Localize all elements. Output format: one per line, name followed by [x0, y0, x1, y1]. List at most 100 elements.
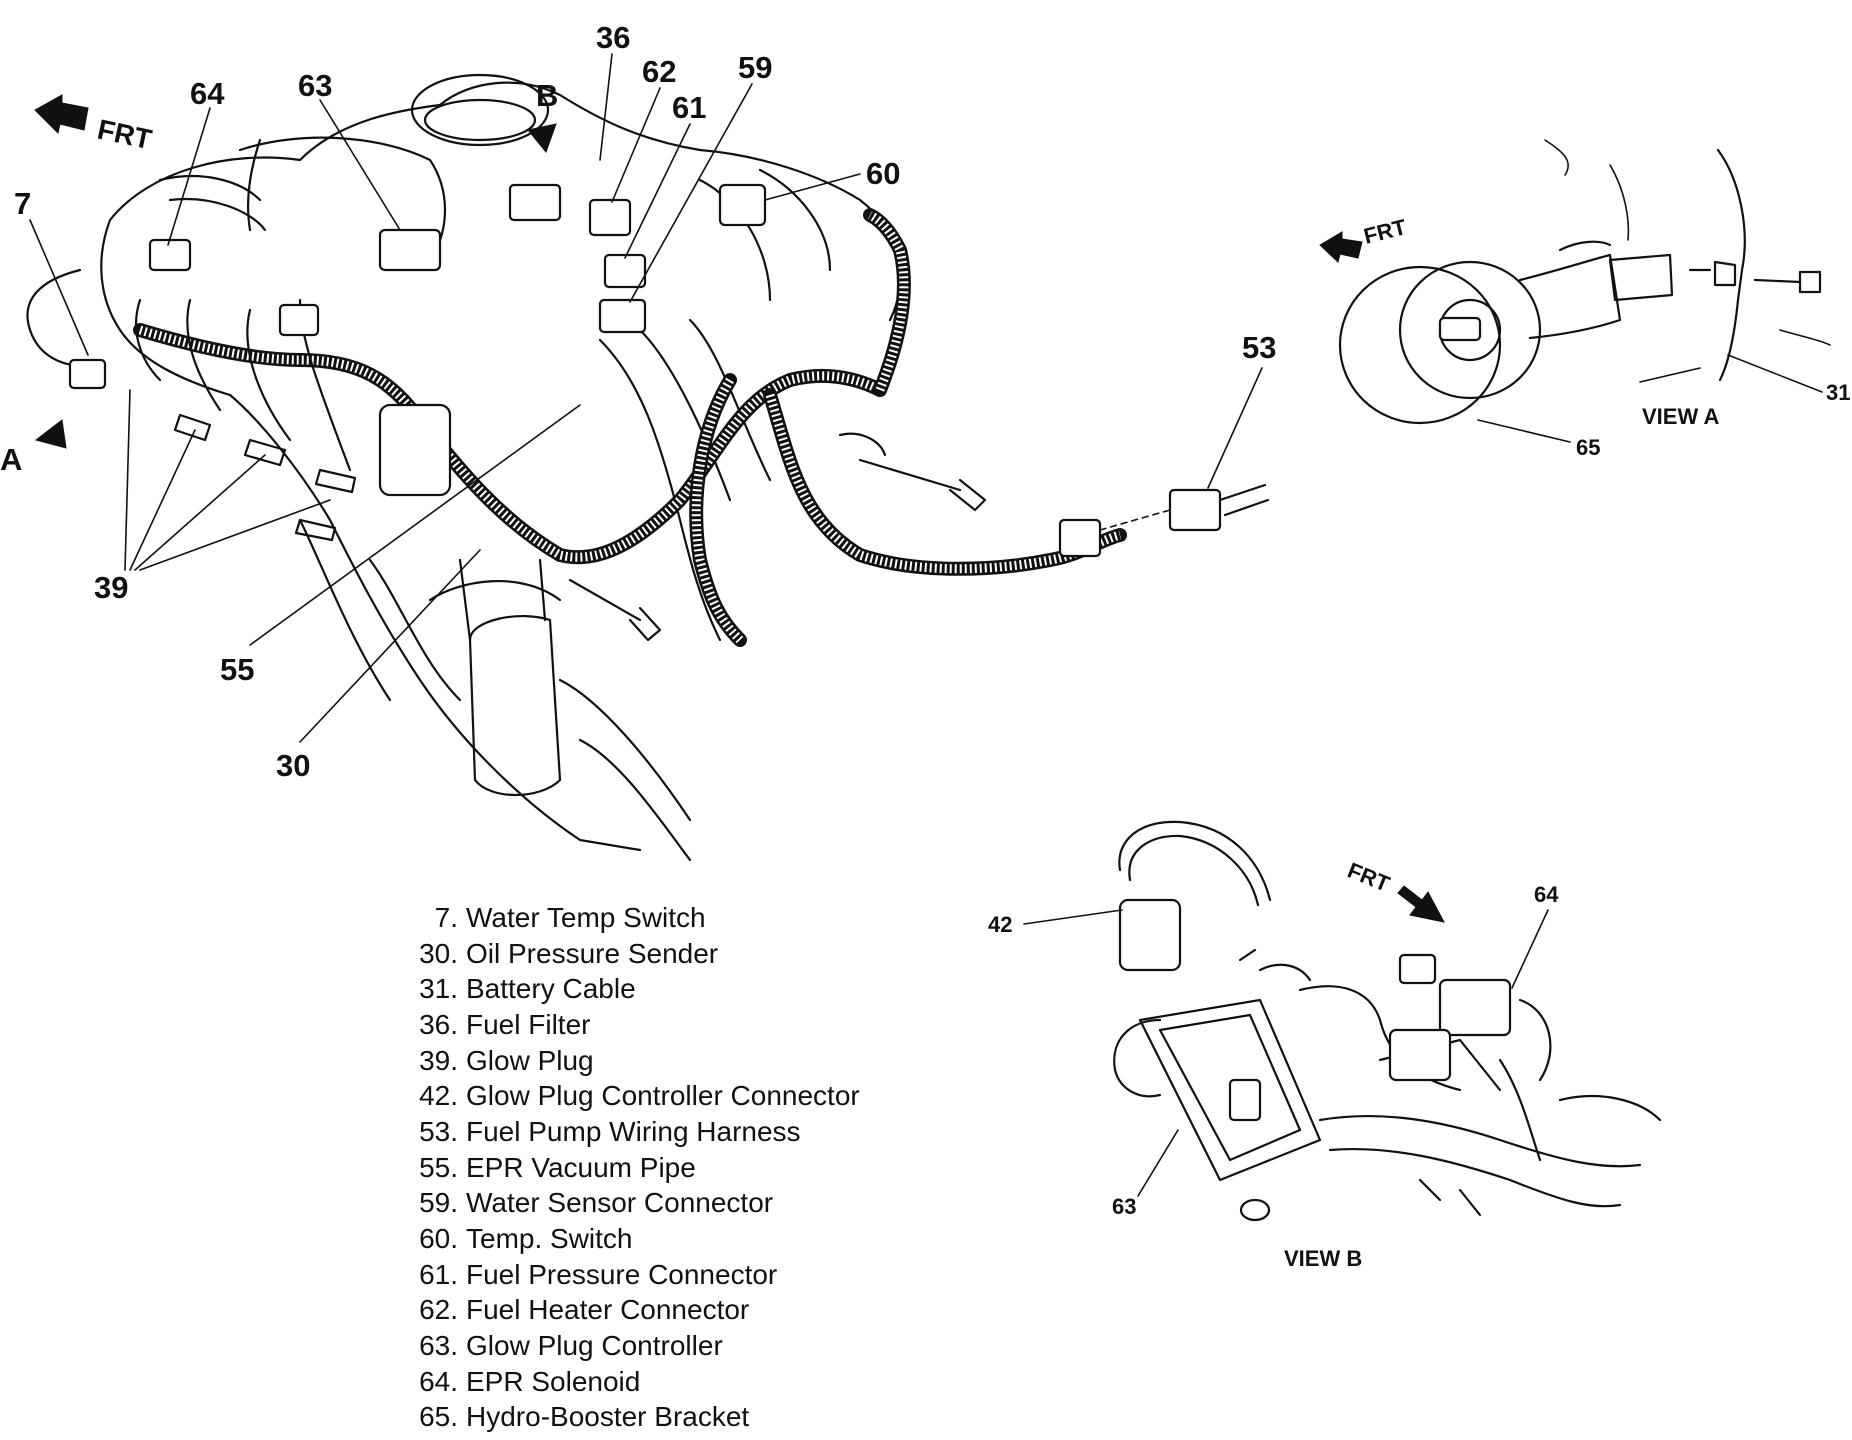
legend-item-number: 61.: [419, 1258, 458, 1290]
connector-59: [598, 298, 647, 334]
view-a-title: VIEW A: [1642, 404, 1720, 429]
hydro-booster-bracket: [1608, 253, 1674, 302]
legend-item: 64.EPR Solenoid: [400, 1364, 860, 1400]
connector-60: [718, 183, 767, 227]
view-b-front-label: FRT: [1344, 857, 1394, 896]
legend-item-text: Fuel Filter: [466, 1008, 591, 1040]
legend-item: 62.Fuel Heater Connector: [400, 1293, 860, 1329]
legend-item-text: Glow Plug Controller Connector: [466, 1080, 860, 1112]
legend-item-text: EPR Vacuum Pipe: [466, 1151, 696, 1183]
legend-item-text: Water Temp Switch: [466, 901, 706, 933]
view-marker-b: B: [536, 78, 558, 113]
glow-plug-1: [173, 413, 212, 442]
legend-item: 60.Temp. Switch: [400, 1221, 860, 1257]
air-intake-cap-inner: [423, 98, 537, 142]
legend-item-text: Glow Plug Controller: [466, 1330, 723, 1362]
controller-body: [378, 403, 452, 497]
legend-item-number: 42.: [419, 1080, 458, 1112]
glow-plug-controller-body: [1138, 998, 1322, 1182]
connector-61: [603, 253, 647, 289]
legend-item: 39.Glow Plug: [400, 1043, 860, 1079]
main-leader-lines: [29, 53, 1263, 743]
legend-item: 53.Fuel Pump Wiring Harness: [400, 1114, 860, 1150]
oil-filter: [468, 614, 562, 796]
view-a: FRT 31 65 VIEW A: [1319, 139, 1850, 460]
legend-item-number: 39.: [419, 1044, 458, 1076]
legend-item-text: Fuel Pressure Connector: [466, 1258, 778, 1290]
connector-7: [68, 358, 107, 390]
legend-item-number: 30.: [419, 937, 458, 969]
view-b-callout-63: 63: [1112, 1194, 1136, 1219]
legend-item: 7.Water Temp Switch: [400, 900, 860, 936]
legend-item: 65.Hydro-Booster Bracket: [400, 1400, 860, 1436]
epr-solenoid: [1438, 978, 1512, 1037]
legend-item-number: 59.: [419, 1187, 458, 1219]
legend-item-text: Hydro-Booster Bracket: [466, 1401, 750, 1433]
callout-7: 7: [14, 186, 31, 221]
front-arrow-icon: [34, 94, 89, 134]
view-a-callout-31: 31: [1826, 380, 1850, 405]
hydro-booster-face: [1398, 260, 1542, 400]
bolt-main-2: [568, 578, 662, 642]
legend-item-text: EPR Solenoid: [466, 1365, 641, 1397]
legend-item-text: Temp. Switch: [466, 1223, 633, 1255]
legend-item: 59.Water Sensor Connector: [400, 1186, 860, 1222]
view-b-callout-64: 64: [1534, 882, 1559, 907]
bolt-main-1: [858, 458, 987, 512]
legend-item: 61.Fuel Pressure Connector: [400, 1257, 860, 1293]
callout-30: 30: [276, 748, 310, 783]
callout-59: 59: [738, 50, 772, 85]
callout-36: 36: [596, 20, 630, 55]
view-a-arrow-icon: [34, 419, 67, 449]
front-direction-label: FRT: [95, 114, 155, 156]
view-b: FRT 42 64 63 VIEW B: [988, 820, 1662, 1271]
legend-item: 42.Glow Plug Controller Connector: [400, 1078, 860, 1114]
glow-plug-4: [294, 518, 337, 542]
rear-harness: [689, 373, 747, 647]
legend-item-number: 7.: [434, 901, 458, 933]
callout-39: 39: [94, 570, 128, 605]
connector-63: [378, 228, 442, 272]
view-a-callout-65: 65: [1576, 435, 1600, 460]
view-a-front-arrow-icon: [1319, 231, 1363, 263]
legend-item-number: 65.: [419, 1401, 458, 1433]
view-a-front-label: FRT: [1361, 214, 1409, 249]
legend-item-number: 62.: [419, 1294, 458, 1326]
legend-item: 31.Battery Cable: [400, 971, 860, 1007]
callout-64: 64: [190, 76, 225, 111]
glow-plug-2: [243, 438, 287, 467]
epr-connector: [278, 303, 320, 337]
view-marker-a: A: [0, 442, 22, 477]
legend-item-number: 36.: [419, 1008, 458, 1040]
legend-item-number: 55.: [419, 1151, 458, 1183]
connector-36: [508, 183, 562, 222]
connector-64: [148, 238, 192, 272]
legend-item: 63.Glow Plug Controller: [400, 1328, 860, 1364]
legend-item-text: Water Sensor Connector: [466, 1187, 774, 1219]
glow-plug-3: [314, 468, 357, 494]
main-engine-view: FRT A B 7 64 63 36 62 61 59 60 53 39 55 …: [0, 20, 1276, 862]
engine-block-outline: [100, 81, 902, 852]
glow-plug-controller-connector: [1118, 820, 1272, 902]
callout-55: 55: [220, 652, 254, 687]
hydro-booster-outer: [1338, 265, 1502, 425]
air-intake-cap: [410, 73, 550, 147]
view-b-arrow-icon: [527, 123, 557, 154]
legend-item-number: 63.: [419, 1330, 458, 1362]
view-a-bolt: [1753, 270, 1822, 294]
legend-item: 55.EPR Vacuum Pipe: [400, 1150, 860, 1186]
legend-item-text: Oil Pressure Sender: [466, 937, 719, 969]
legend-item: 36.Fuel Filter: [400, 1007, 860, 1043]
callout-62: 62: [642, 54, 676, 89]
legend-item-number: 60.: [419, 1223, 458, 1255]
view-b-front-arrow-icon: [1397, 885, 1445, 923]
legend-item-text: Glow Plug: [466, 1044, 594, 1076]
view-b-title: VIEW B: [1284, 1246, 1362, 1271]
callout-63: 63: [298, 68, 332, 103]
legend-item-text: Fuel Heater Connector: [466, 1294, 750, 1326]
legend-item-text: Fuel Pump Wiring Harness: [466, 1115, 801, 1147]
callout-60: 60: [866, 156, 900, 191]
legend-item-number: 53.: [419, 1115, 458, 1147]
